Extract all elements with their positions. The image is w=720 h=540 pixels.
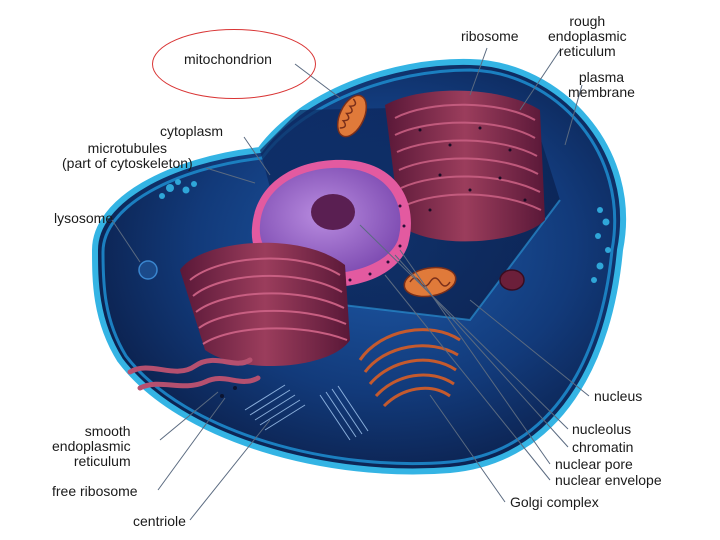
rough-er-shape [385, 90, 545, 242]
label-nucleolus: nucleolus [572, 421, 632, 437]
label-nuclear-pore: nuclear pore [555, 456, 633, 472]
label-golgi-complex: Golgi complex [510, 494, 599, 510]
label-lysosome: lysosome [54, 210, 114, 226]
label-smooth-er: smooth endoplasmic reticulum [52, 423, 131, 469]
label-microtubules: microtubules (part of cytoskeleton) [62, 140, 193, 171]
membrane-protrusions [159, 179, 611, 283]
label-plasma-membrane: plasma membrane [568, 69, 635, 100]
centriole-shape [244, 384, 369, 441]
lysosome-shape [138, 260, 237, 398]
golgi-left-shape [180, 242, 350, 367]
label-mitochondrion: mitochondrion [184, 51, 272, 67]
label-cytoplasm: cytoplasm [160, 123, 224, 139]
leader-lines [111, 47, 590, 521]
label-ribosome: ribosome [461, 28, 519, 44]
label-rough-er: rough endoplasmic reticulum [548, 13, 627, 59]
mitochondrion-small [499, 269, 525, 291]
smooth-er-shape [127, 357, 261, 391]
mitochondrion-upper [336, 94, 368, 138]
nucleolus-shape [311, 194, 355, 230]
label-nuclear-envelope: nuclear envelope [555, 472, 662, 488]
label-nucleus: nucleus [594, 388, 643, 404]
label-centriole: centriole [133, 513, 186, 529]
label-chromatin: chromatin [572, 439, 634, 455]
golgi-complex-shape [358, 328, 461, 408]
label-free-ribosome: free ribosome [52, 483, 138, 499]
mitochondrion-highlight-ellipse [152, 29, 316, 99]
